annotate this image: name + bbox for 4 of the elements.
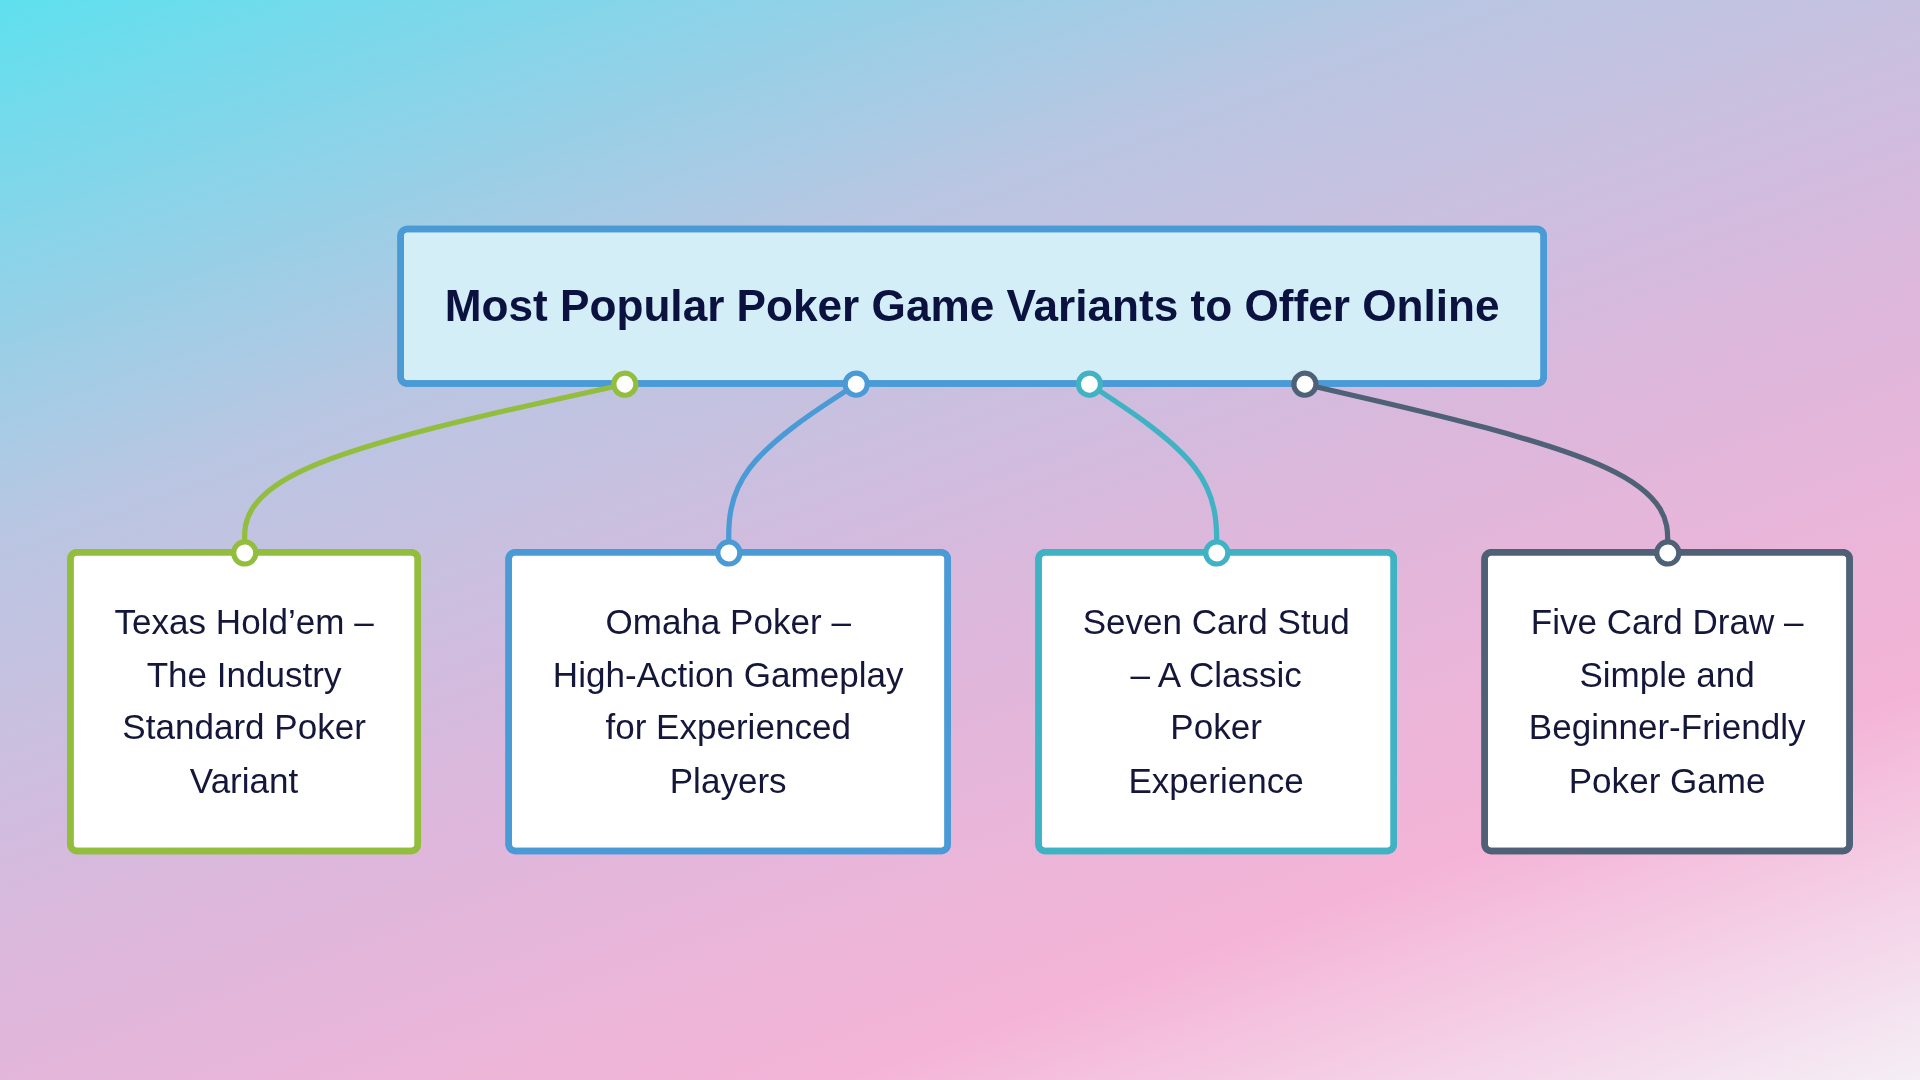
connector bbox=[715, 370, 870, 567]
connector bbox=[1075, 370, 1231, 567]
connector bbox=[1291, 370, 1682, 567]
connector bbox=[231, 370, 639, 567]
